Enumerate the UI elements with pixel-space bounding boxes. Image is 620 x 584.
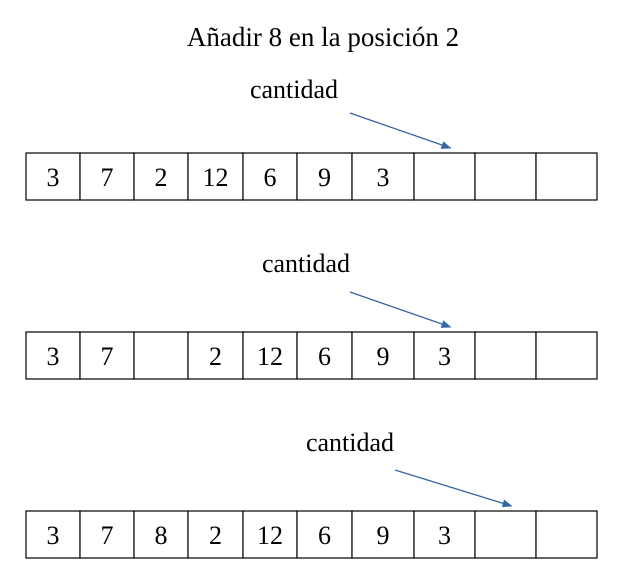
pointer-arrow <box>349 112 452 149</box>
pointer-label: cantidad <box>306 428 394 457</box>
cell-value: 2 <box>209 342 222 371</box>
array-row-1: 3 7 2 12 6 9 3 cantidad <box>25 75 598 201</box>
cell-value: 3 <box>47 163 60 192</box>
cell-value: 3 <box>377 163 390 192</box>
pointer-label: cantidad <box>250 75 338 104</box>
cell-value: 12 <box>257 521 283 550</box>
cell-value: 3 <box>47 342 60 371</box>
array-cell <box>133 152 189 201</box>
array-cell <box>187 331 244 380</box>
cell-value: 9 <box>377 521 390 550</box>
cell-value: 7 <box>101 521 114 550</box>
cell-value: 9 <box>377 342 390 371</box>
cell-value: 2 <box>155 163 168 192</box>
inserted-value: 8 <box>155 521 168 550</box>
array-row-3: 3 7 8 2 12 6 9 3 cantidad <box>25 428 598 559</box>
array-cell <box>535 331 598 380</box>
array-row-2: 3 7 2 12 6 9 3 cantidad <box>25 249 598 380</box>
cell-value: 6 <box>264 163 277 192</box>
cell-value: 12 <box>203 163 229 192</box>
diagram-title: Añadir 8 en la posición 2 <box>187 22 459 52</box>
array-cell <box>133 331 189 380</box>
cell-value: 3 <box>438 342 451 371</box>
array-cell <box>351 331 415 380</box>
array-cell <box>242 510 298 559</box>
array-cell <box>535 510 598 559</box>
array-cell <box>133 510 189 559</box>
array-cell <box>413 510 476 559</box>
array-cell <box>242 152 298 201</box>
cell-value: 7 <box>101 342 114 371</box>
pointer-label: cantidad <box>262 249 350 278</box>
cell-value: 7 <box>101 163 114 192</box>
array-cell <box>296 331 353 380</box>
array-cell <box>474 331 537 380</box>
array-cell <box>474 152 537 201</box>
cell-value: 3 <box>47 521 60 550</box>
array-cell <box>25 331 81 380</box>
cell-value: 9 <box>318 163 331 192</box>
array-cell <box>296 510 353 559</box>
array-cell <box>474 510 537 559</box>
pointer-arrow <box>349 291 452 328</box>
pointer-arrow <box>394 469 513 508</box>
cell-value: 6 <box>318 521 331 550</box>
array-cell <box>296 152 353 201</box>
cell-value: 12 <box>257 342 283 371</box>
array-cell <box>79 510 135 559</box>
cell-value: 2 <box>209 521 222 550</box>
array-cell <box>79 152 135 201</box>
array-cell <box>413 331 476 380</box>
array-cell <box>351 152 415 201</box>
cell-value: 3 <box>438 521 451 550</box>
array-cell <box>79 331 135 380</box>
array-cell <box>25 152 81 201</box>
array-cell <box>413 152 476 201</box>
array-cell <box>535 152 598 201</box>
array-cell <box>187 510 244 559</box>
array-cell <box>351 510 415 559</box>
cell-value: 6 <box>318 342 331 371</box>
